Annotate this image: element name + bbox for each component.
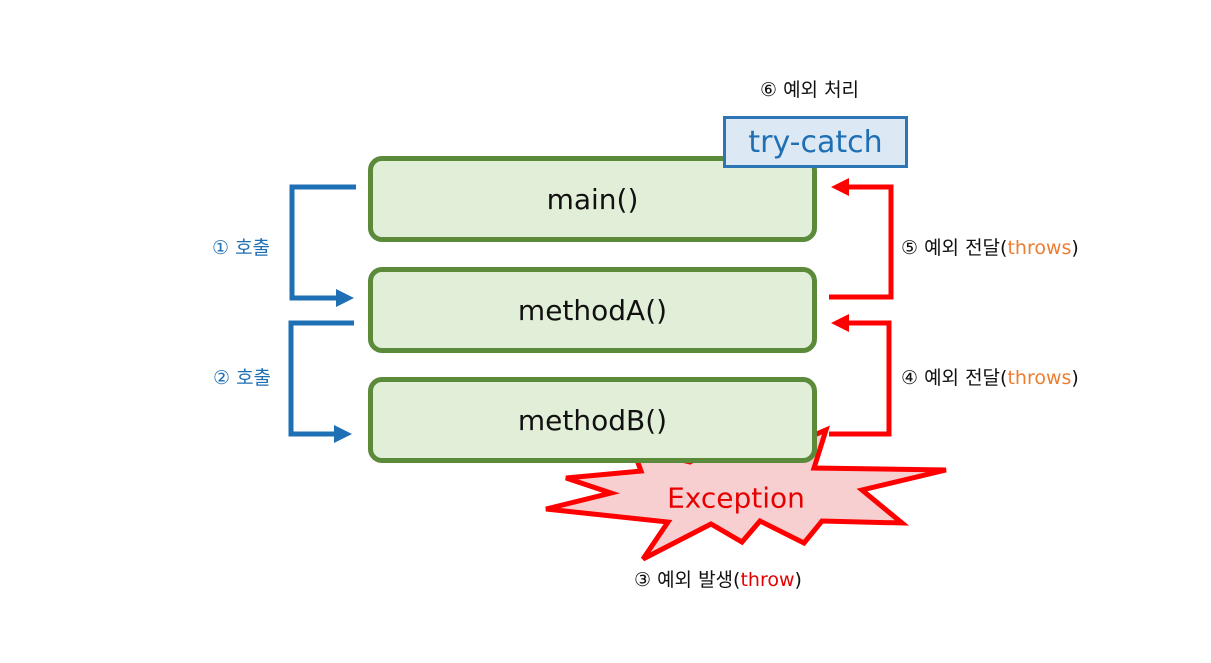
method-b-label: methodB() xyxy=(517,403,668,437)
throws-arrow-4 xyxy=(829,314,892,437)
method-a-label: methodA() xyxy=(517,293,668,327)
pass-4-prefix: ④ 예외 전달( xyxy=(901,367,1008,389)
pass-5-prefix: ⑤ 예외 전달( xyxy=(901,237,1008,259)
throw-label: ③ 예외 발생(throw) xyxy=(634,571,802,590)
throws-arrow-5 xyxy=(829,178,894,300)
main-method-box: main() xyxy=(368,156,817,242)
method-a-box: methodA() xyxy=(368,267,817,353)
exception-label: Exception xyxy=(667,481,805,515)
throw-prefix: ③ 예외 발생( xyxy=(634,569,741,591)
call-2-label: ② 호출 xyxy=(213,367,272,389)
main-method-label: main() xyxy=(546,182,639,216)
pass-4-keyword: throws xyxy=(1007,367,1072,389)
pass-5-suffix: ) xyxy=(1071,237,1079,259)
call-1-label: ① 호출 xyxy=(212,237,271,259)
try-catch-label: try-catch xyxy=(748,124,883,160)
throw-suffix: ) xyxy=(794,569,802,591)
call-arrow-2 xyxy=(288,320,354,443)
pass-5-label: ⑤ 예외 전달(throws) xyxy=(901,239,1079,258)
handle-label: ⑥ 예외 처리 xyxy=(760,79,860,101)
call-arrow-1 xyxy=(289,184,356,307)
method-b-box: methodB() xyxy=(368,377,817,463)
throw-keyword: throw xyxy=(740,569,795,591)
pass-4-label: ④ 예외 전달(throws) xyxy=(901,369,1079,388)
pass-4-suffix: ) xyxy=(1071,367,1079,389)
pass-5-keyword: throws xyxy=(1007,237,1072,259)
try-catch-box: try-catch xyxy=(723,116,908,168)
